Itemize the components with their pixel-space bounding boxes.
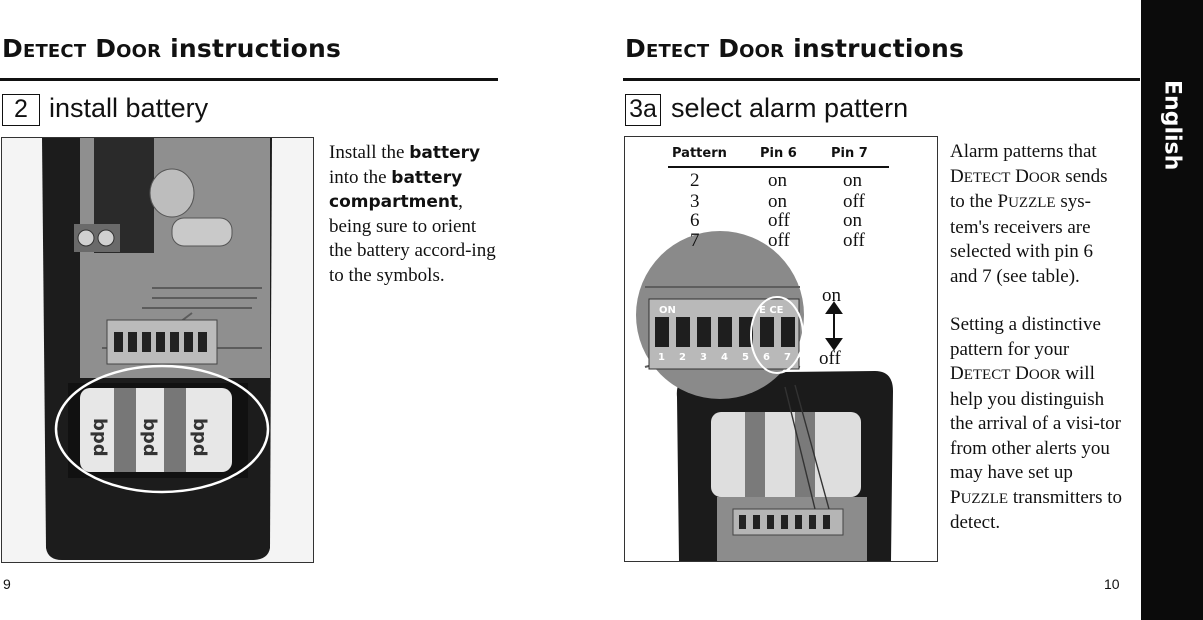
- left-body-text: Install the battery into the battery com…: [329, 141, 499, 288]
- table-cell: 2: [690, 170, 700, 191]
- paragraph-spacer: [950, 289, 1124, 313]
- dip-number: 6: [763, 352, 770, 363]
- dip-number: 2: [679, 352, 686, 363]
- battery-brand-label: bpd: [189, 418, 210, 457]
- heading-rule: [0, 78, 498, 81]
- table-cell: on: [768, 191, 787, 212]
- dip-on-marking: ON: [659, 305, 676, 316]
- smallcaps-rest: ETECT: [963, 367, 1011, 383]
- heading-initial: D: [625, 34, 646, 63]
- battery-photo: bpd bpd bpd: [1, 137, 314, 563]
- paragraph-1: Alarm patterns that DETECT DOOR sends to…: [950, 140, 1124, 289]
- table-header-pin7: Pin 7: [831, 146, 868, 161]
- smallcaps-rest: UZZLE: [1008, 195, 1056, 211]
- heading-smallcaps: ETECT: [22, 41, 87, 62]
- smallcaps-initial: P: [950, 486, 961, 508]
- right-body-text: Alarm patterns that DETECT DOOR sends to…: [950, 140, 1124, 536]
- dip-number: 3: [700, 352, 707, 363]
- pins-highlight: [750, 296, 804, 374]
- smallcaps-rest: OOR: [1028, 169, 1061, 186]
- table-cell: off: [843, 230, 865, 251]
- switch-off-label: off: [819, 348, 841, 369]
- table-cell: on: [843, 210, 862, 231]
- language-side-tab: English: [1141, 0, 1203, 620]
- smallcaps-initial: D: [1015, 165, 1029, 187]
- highlight-ellipse: [54, 364, 270, 494]
- smallcaps-initial: D: [1015, 363, 1029, 384]
- smallcaps-initial: D: [950, 363, 964, 384]
- step-number-box: 3a: [625, 94, 661, 126]
- dip-number: 4: [721, 352, 728, 363]
- table-cell: off: [768, 210, 790, 231]
- body-span: , being sure to orient the battery accor…: [329, 191, 496, 286]
- heading-rule: [623, 78, 1140, 81]
- smallcaps-rest: OOR: [1028, 367, 1061, 383]
- dip-number: 7: [784, 352, 791, 363]
- battery-brand-label: bpd: [89, 418, 110, 457]
- heading-word: instructions: [170, 34, 342, 63]
- dip-ce-marking: E CE: [759, 305, 784, 316]
- right-page-heading: DETECT DOOR instructions: [625, 34, 964, 63]
- heading-smallcaps: OOR: [739, 41, 785, 62]
- step-number-box: 2: [2, 94, 40, 126]
- paragraph-2: Setting a distinctive pattern for your D…: [950, 313, 1124, 536]
- table-cell: off: [768, 230, 790, 251]
- smallcaps-initial: P: [997, 191, 1009, 212]
- battery-brand-label: bpd: [139, 418, 160, 457]
- left-page-heading: DETECT DOOR instructions: [2, 34, 341, 63]
- page-number-right: 10: [1104, 576, 1120, 592]
- body-span: Alarm patterns that: [950, 141, 1097, 162]
- table-cell: on: [843, 170, 862, 191]
- emphasis-battery: battery: [409, 143, 481, 163]
- heading-smallcaps: ETECT: [645, 41, 710, 62]
- dip-number: 1: [658, 352, 665, 363]
- language-tab-label: English: [1159, 80, 1185, 171]
- body-span: into the: [329, 166, 392, 188]
- table-rule: [668, 166, 889, 168]
- switch-on-label: on: [822, 285, 841, 306]
- body-span: sends to the: [950, 165, 1108, 213]
- smallcaps-rest: UZZLE: [960, 490, 1009, 507]
- table-cell: on: [768, 170, 787, 191]
- table-cell: 6: [690, 210, 700, 231]
- body-span: transmitters to detect.: [950, 486, 1123, 534]
- dip-number: 5: [742, 352, 749, 363]
- smallcaps-rest: ETECT: [963, 169, 1011, 186]
- body-span: Install the: [329, 142, 410, 163]
- heading-initial: D: [2, 34, 23, 63]
- table-cell: 7: [690, 230, 700, 251]
- dip-switch-photo: ON E CE 1 2 3 4 5 6 7: [624, 136, 938, 562]
- table-header-pattern: Pattern: [672, 146, 727, 161]
- emphasis-battery-compartment: battery compartment: [329, 167, 463, 213]
- on-off-arrow-icon: [825, 301, 843, 351]
- table-cell: 3: [690, 191, 700, 212]
- heading-word: instructions: [793, 34, 965, 63]
- step-title: select alarm pattern: [671, 93, 909, 123]
- heading-initial: D: [718, 34, 740, 63]
- body-span: Setting a distinctive pattern for your: [950, 314, 1101, 360]
- body-span: sys-tem's receivers are selected with pi…: [950, 191, 1093, 287]
- page-number-left: 9: [3, 576, 11, 592]
- table-header-pin6: Pin 6: [760, 146, 797, 161]
- table-cell: off: [843, 191, 865, 212]
- body-span: will help you distinguish the arrival of…: [950, 363, 1121, 483]
- heading-smallcaps: OOR: [116, 41, 162, 62]
- heading-initial: D: [95, 34, 117, 63]
- step-title: install battery: [49, 93, 209, 123]
- smallcaps-initial: D: [950, 165, 964, 187]
